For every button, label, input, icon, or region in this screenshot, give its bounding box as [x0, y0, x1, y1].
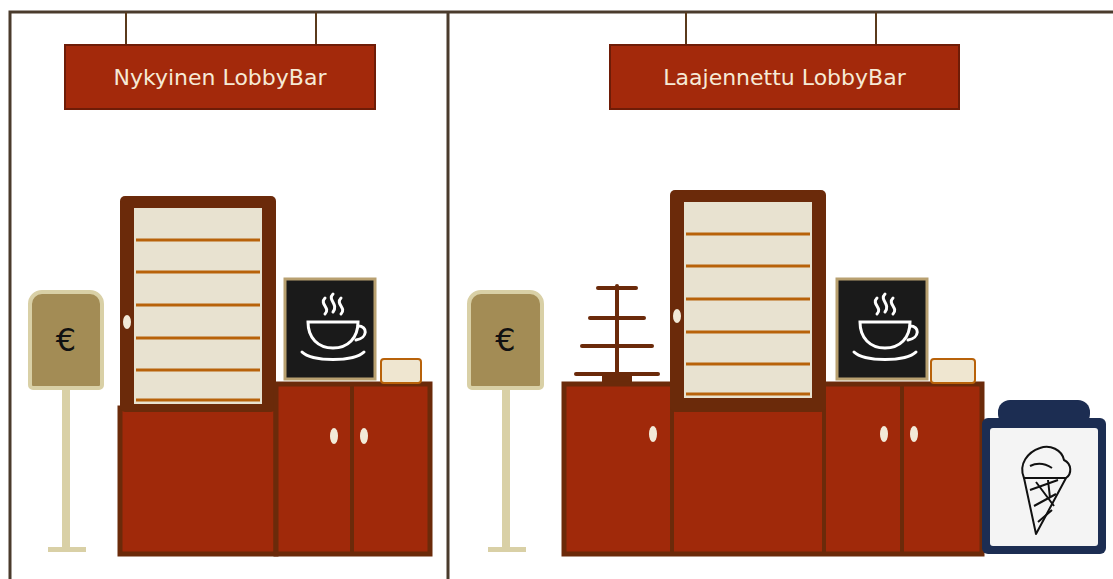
hanging-sign: Nykyinen LobbyBar: [64, 44, 376, 110]
currency-symbol: €: [495, 321, 515, 359]
ice-cream-freezer: [982, 400, 1106, 554]
sign-text: Laajennettu LobbyBar: [663, 65, 905, 90]
coffee-sign: [837, 279, 927, 379]
small-box: [931, 359, 975, 383]
currency-symbol: €: [56, 321, 76, 359]
cabinet: [276, 384, 430, 554]
sign-hangers: [126, 12, 876, 44]
price-stand: €: [467, 290, 544, 390]
display-case: [670, 190, 826, 412]
small-box: [381, 359, 421, 383]
hanging-sign: Laajennettu LobbyBar: [609, 44, 960, 110]
sign-text: Nykyinen LobbyBar: [114, 65, 327, 90]
price-stand: €: [28, 290, 104, 390]
display-case: [120, 196, 276, 554]
cake-stand: [576, 286, 658, 382]
panel-frame: [10, 12, 1113, 579]
panel-divider: [447, 12, 450, 579]
coffee-sign: [285, 279, 375, 379]
